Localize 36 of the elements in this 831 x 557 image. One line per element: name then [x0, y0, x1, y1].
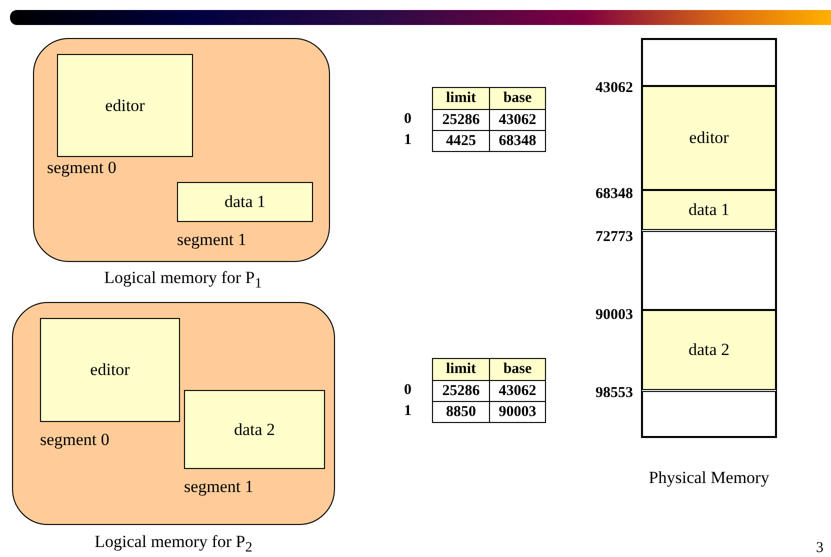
panel-caption: Logical memory for P$_{2}$: [94, 532, 254, 556]
row-number: 0: [404, 382, 412, 399]
segment-box: data 1: [177, 182, 313, 222]
column-header: base: [489, 358, 546, 381]
segment-box: data 2: [184, 390, 325, 469]
row-number: 1: [404, 403, 412, 420]
row-number: 1: [404, 132, 412, 149]
address-label: 72773: [594, 229, 633, 246]
address-label: 43062: [594, 80, 633, 97]
memory-segment: data 1: [642, 190, 776, 230]
page-number: 3: [816, 540, 824, 557]
address-label: 98553: [594, 385, 633, 402]
segment-label: segment 1: [177, 230, 246, 250]
column-caption: Physical Memory: [648, 468, 770, 488]
segment-box: editor: [40, 318, 180, 422]
address-label: 68348: [594, 186, 633, 203]
column-header: limit: [432, 358, 490, 381]
panel-caption: Logical memory for P$_{1}$: [103, 268, 263, 292]
table-cell: 90003: [489, 401, 546, 423]
row-number: 0: [404, 111, 412, 128]
address-label: 90003: [594, 307, 633, 324]
segment-label: segment 1: [184, 477, 254, 497]
column-header: base: [489, 87, 546, 110]
table-cell: 68348: [489, 130, 546, 152]
segment-label: segment 0: [47, 158, 116, 178]
memory-segment: editor: [642, 86, 776, 190]
empty-memory-block: [642, 391, 776, 437]
segment-label: segment 0: [40, 430, 110, 450]
segment-box: editor: [57, 54, 193, 157]
empty-memory-block: [642, 39, 776, 86]
table-cell: 4425: [432, 130, 490, 152]
memory-segment: data 2: [642, 310, 776, 390]
table-cell: 8850: [432, 401, 490, 423]
title-bar: [10, 10, 831, 25]
column-header: limit: [432, 87, 490, 110]
empty-memory-block: [642, 231, 776, 310]
